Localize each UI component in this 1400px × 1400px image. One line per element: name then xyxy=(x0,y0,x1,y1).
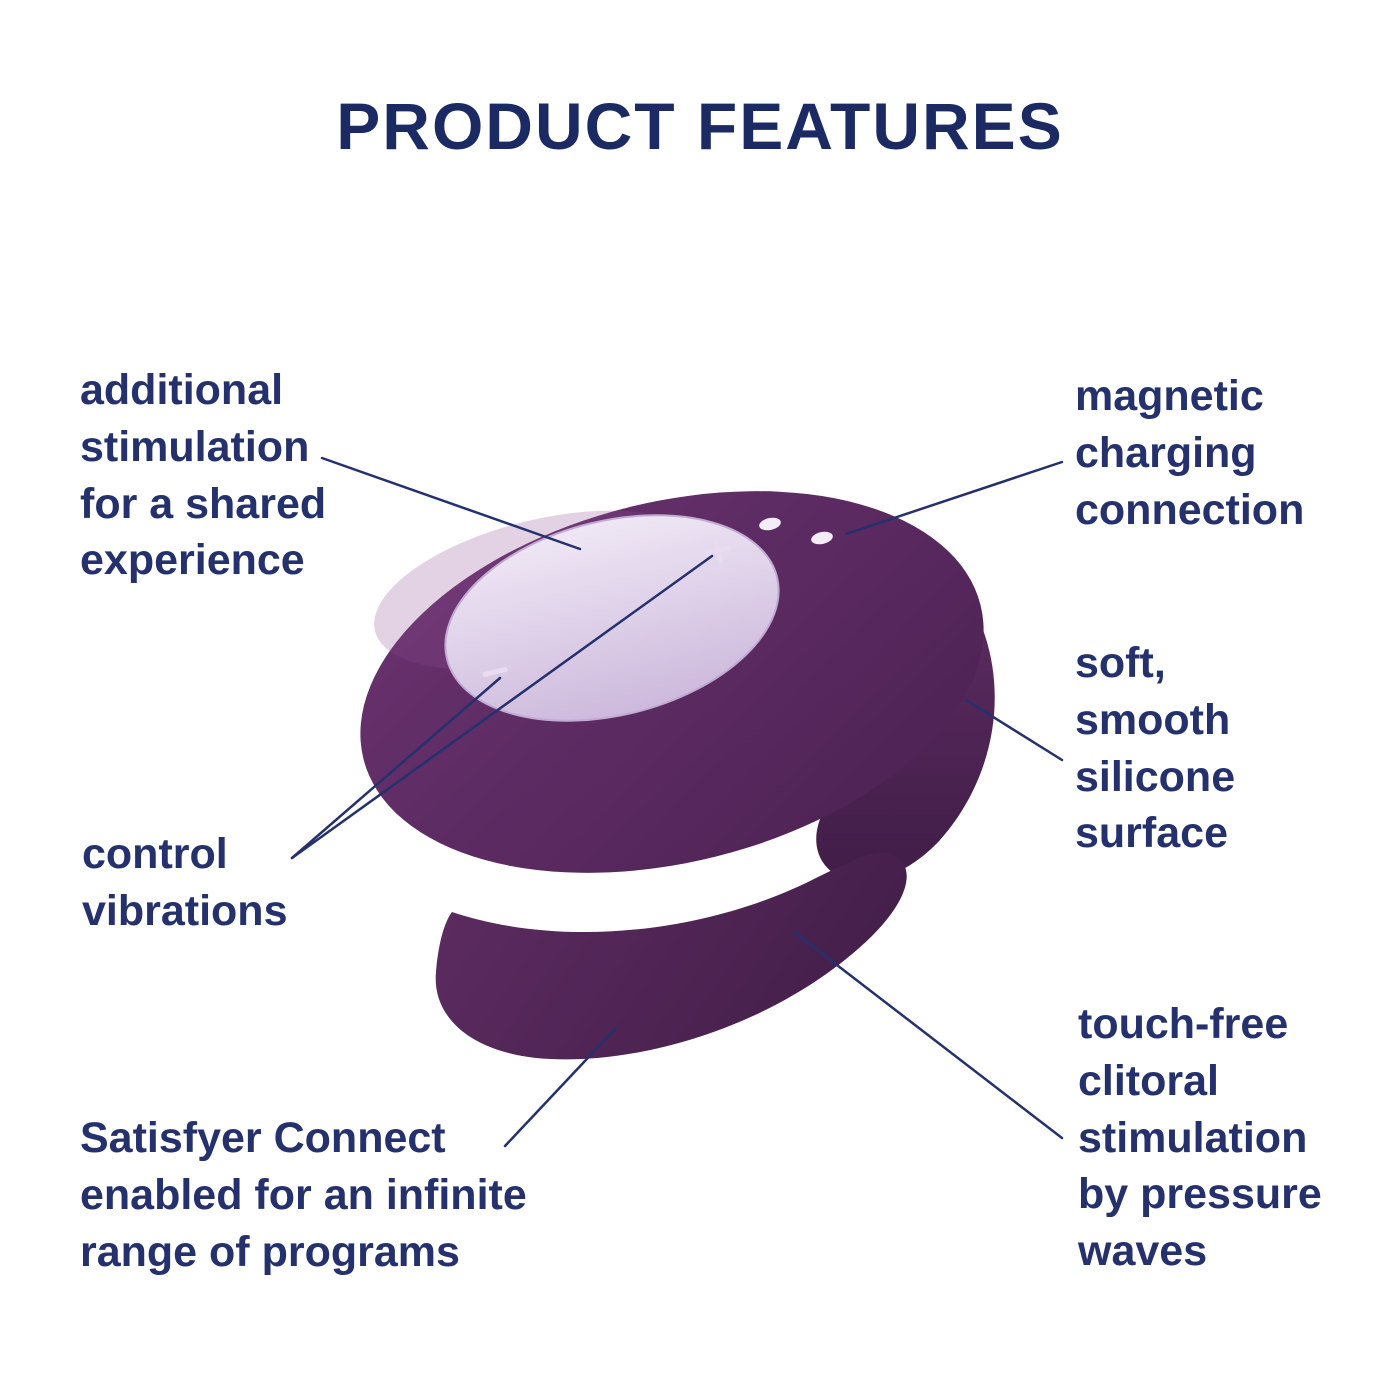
device-lower-arm xyxy=(435,852,907,1060)
callout-label-soft-silicone: soft, smooth silicone surface xyxy=(1075,639,1236,858)
callout-line-soft-silicone xyxy=(964,698,1064,762)
callout-line-additional-stimulation xyxy=(320,456,582,551)
callout-label-magnetic-charging: magnetic charging connection xyxy=(1075,372,1305,534)
callout-line-control-vibrations-minus xyxy=(290,676,502,860)
callout-label-satisfyer-connect: Satisfyer Connect enabled for an infinit… xyxy=(80,1114,527,1276)
callout-label-control-vibrations: control vibrations xyxy=(82,830,288,935)
callout-line-control-vibrations-plus xyxy=(290,554,714,860)
callout-line-magnetic-charging xyxy=(844,460,1064,536)
plus-button-icon xyxy=(705,538,731,564)
minus-button-icon xyxy=(482,666,508,678)
callout-line-touch-free xyxy=(792,930,1064,1140)
charging-contact-icon xyxy=(811,531,833,545)
charging-contact-icon xyxy=(759,517,781,531)
callout-line-satisfyer-connect xyxy=(503,1026,618,1148)
page-title: PRODUCT FEATURES xyxy=(336,89,1064,163)
callout-label-additional-stimulation: additional stimulation for a shared expe… xyxy=(80,366,327,585)
callout-label-touch-free: touch-free clitoral stimulation by press… xyxy=(1078,1000,1322,1275)
